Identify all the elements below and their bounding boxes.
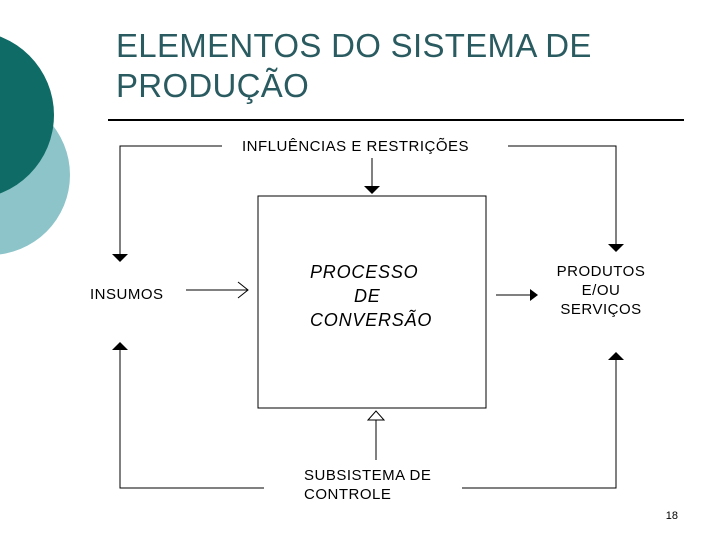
outputs-up-arrowhead [608,352,624,360]
influence-to-outputs-line [508,145,617,244]
control-line-2: CONTROLE [304,486,392,503]
inputs-arrowhead [237,281,249,299]
influence-to-inputs-line [119,145,222,254]
process-box [257,195,487,409]
control-label: SUBSISTEMA DE CONTROLE [304,466,431,504]
process-line-1: PROCESSO [310,262,419,282]
slide-title: ELEMENTOS DO SISTEMA DE PRODUÇÃO [116,26,592,106]
process-line-2: DE [354,286,381,306]
decorative-circles [0,36,70,255]
decorative-circle-dark [0,36,54,194]
outputs-arrowhead [530,289,538,301]
outputs-line-3: SERVIÇOS [560,301,642,318]
outputs-line-2: E/OU [581,282,621,299]
inputs-down-arrowhead [112,254,128,262]
title-line-2: PRODUÇÃO [116,67,310,104]
title-divider [108,119,684,121]
influence-arrowhead [364,186,380,194]
outputs-label: PRODUTOS E/OU SERVIÇOS [546,262,656,319]
control-arrowhead [366,410,386,421]
outputs-line-1: PRODUTOS [556,263,646,280]
inputs-up-arrowhead [112,342,128,350]
outputs-down-arrowhead [608,244,624,252]
process-line-3: CONVERSÃO [310,310,433,330]
influences-label: INFLUÊNCIAS E RESTRIÇÕES [242,138,470,155]
inputs-label: INSUMOS [90,286,164,303]
control-to-inputs-line [119,350,264,489]
control-to-outputs-line [462,360,617,489]
process-label: PROCESSO DE CONVERSÃO [310,260,460,332]
control-line-1: SUBSISTEMA DE [304,467,432,484]
page-number: 18 [665,510,678,522]
title-line-1: ELEMENTOS DO SISTEMA DE [116,27,592,64]
